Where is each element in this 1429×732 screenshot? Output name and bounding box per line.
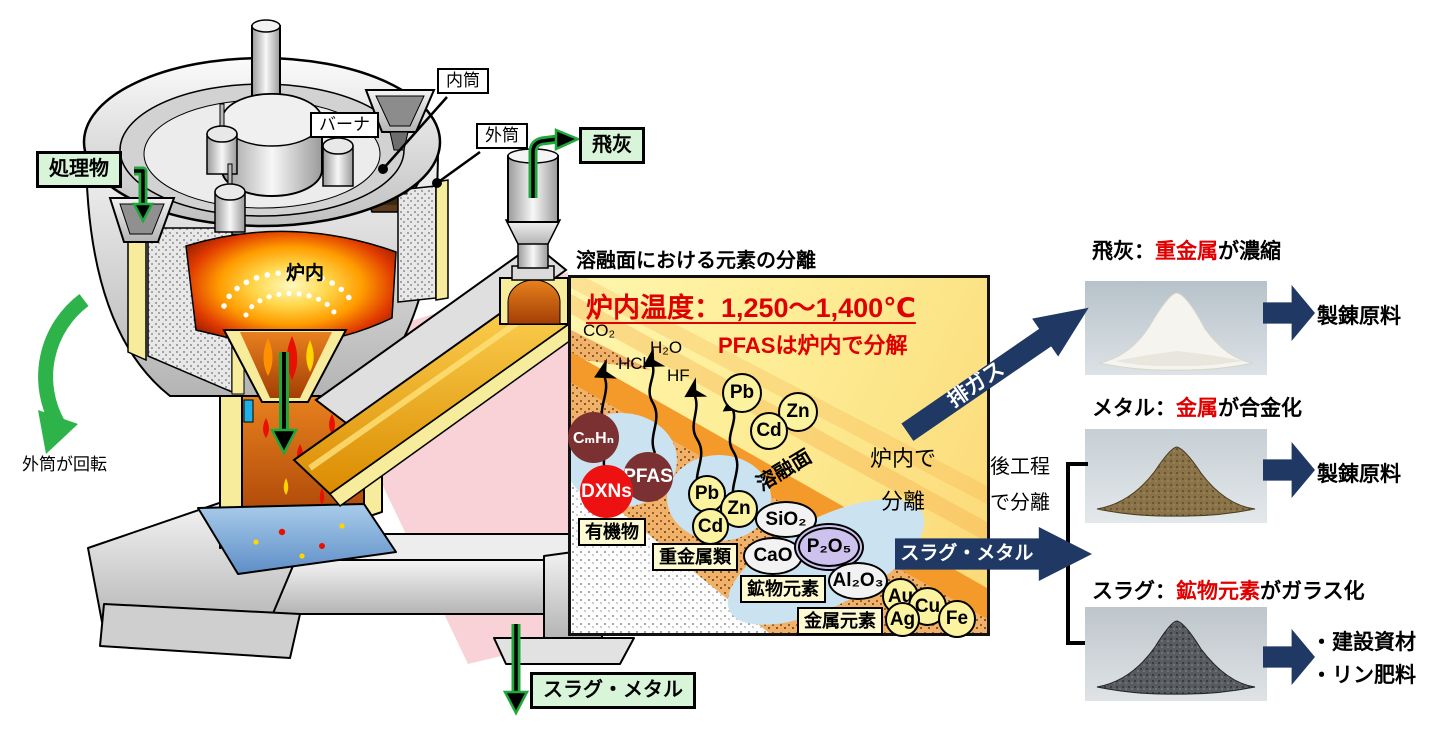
metal-dest-arrow: [1263, 442, 1315, 498]
leader-lines: [378, 96, 481, 188]
species-dxns: DXNs: [580, 465, 633, 518]
slag-title-highlight: 鉱物元素: [1176, 580, 1260, 603]
group-organic: 有機物: [578, 518, 646, 547]
slag-metal-outlet-label: スラグ・メタル: [530, 672, 696, 709]
slag-dest-arrow: [1263, 629, 1315, 685]
burner-right: [322, 117, 354, 187]
rotation-note: 外筒が回転: [22, 455, 107, 474]
species-p2o5: P₂O₅: [798, 527, 860, 567]
species-cmhn: CₘHₙ: [568, 412, 619, 463]
species-cd-gas: Cd: [750, 412, 788, 450]
slag-title: スラグ：鉱物元素がガラス化: [1092, 575, 1365, 605]
post-process-note-line1: 後工程: [990, 456, 1050, 478]
in-furnace-label: 炉内: [286, 263, 325, 284]
species-fe: Fe: [938, 600, 976, 638]
slag-outlet-arrow: [502, 624, 530, 716]
species-pb-gas: Pb: [722, 373, 762, 413]
fly-ash-title-suffix: が濃縮: [1218, 240, 1281, 263]
slag-title-prefix: スラグ：: [1092, 580, 1176, 603]
gas-co2: CO₂: [583, 321, 616, 340]
species-ag: Ag: [885, 602, 920, 637]
inner-cylinder-label: 内筒: [437, 68, 489, 95]
post-process-note: 後工程 で分離: [990, 450, 1050, 521]
burner-assembly: [206, 19, 354, 233]
post-process-note-line2: で分離: [990, 491, 1050, 514]
metal-dest: 製錬原料: [1317, 463, 1401, 486]
burner-front: [214, 163, 246, 233]
species-cd: Cd: [692, 508, 729, 545]
feed-hopper-back: [364, 89, 436, 151]
note-line1: 炉内で: [869, 446, 936, 471]
furnace-temperature: 炉内温度：1,250～1,400℃: [586, 293, 916, 323]
species-al2o3: Al₂O₃: [828, 562, 888, 600]
metal-photo: [1085, 429, 1267, 523]
fly-ash-title-highlight: 重金属: [1155, 240, 1218, 263]
metal-title-prefix: メタル：: [1092, 397, 1176, 420]
panel-title: 溶融面における元素の分離: [576, 250, 816, 272]
outer-cylinder-label: 外筒: [476, 123, 528, 150]
burner-label: バーナ: [310, 112, 379, 139]
fly-ash-arrow: [528, 128, 582, 198]
species-pb: Pb: [688, 475, 726, 513]
group-metal: 金属元素: [797, 607, 883, 636]
group-mineral: 鉱物元素: [740, 575, 826, 604]
slag-dest-1: ・建設資材: [1311, 631, 1416, 654]
slag-dest-2: ・リン肥料: [1311, 664, 1416, 687]
pfas-note: PFASは炉内で分解: [718, 333, 908, 358]
note-line2: 分離: [880, 488, 925, 514]
species-pfas: PFAS: [623, 452, 673, 502]
slag-photo: [1085, 607, 1267, 701]
gas-h2o: H₂O: [650, 338, 683, 357]
gas-hcl: HCl: [618, 354, 647, 373]
feed-label: 処理物: [36, 151, 122, 188]
slag-title-suffix: がガラス化: [1260, 580, 1365, 603]
fly-ash-title: 飛灰：重金属が濃縮: [1092, 235, 1281, 265]
slag-metal-arrow-label: スラグ・メタル: [900, 543, 1034, 564]
furnace-down-arrow: [269, 352, 299, 456]
fly-ash-dest: 製錬原料: [1317, 305, 1401, 328]
metal-title-highlight: 金属: [1176, 397, 1218, 420]
rotation-arrow: [38, 294, 89, 454]
in-furnace-separation-note: 炉内で 分離: [863, 438, 943, 524]
feed-arrow: [131, 166, 155, 224]
fly-ash-photo: [1085, 281, 1267, 375]
group-heavy: 重金属類: [652, 543, 738, 572]
fly-ash-title-prefix: 飛灰：: [1092, 240, 1155, 263]
species-cao: CaO: [743, 537, 803, 575]
fly-ash-label: 飛灰: [579, 127, 645, 164]
metal-title-suffix: が合金化: [1218, 397, 1302, 420]
furnace-illustration: [38, 19, 635, 716]
fly-ash-dest-arrow: [1263, 285, 1315, 341]
melt-surface-panel: 溶融面における元素の分離: [568, 244, 990, 638]
melt-drips: [253, 414, 345, 559]
metal-title: メタル：金属が合金化: [1092, 392, 1302, 422]
gas-hf: HF: [667, 366, 690, 385]
